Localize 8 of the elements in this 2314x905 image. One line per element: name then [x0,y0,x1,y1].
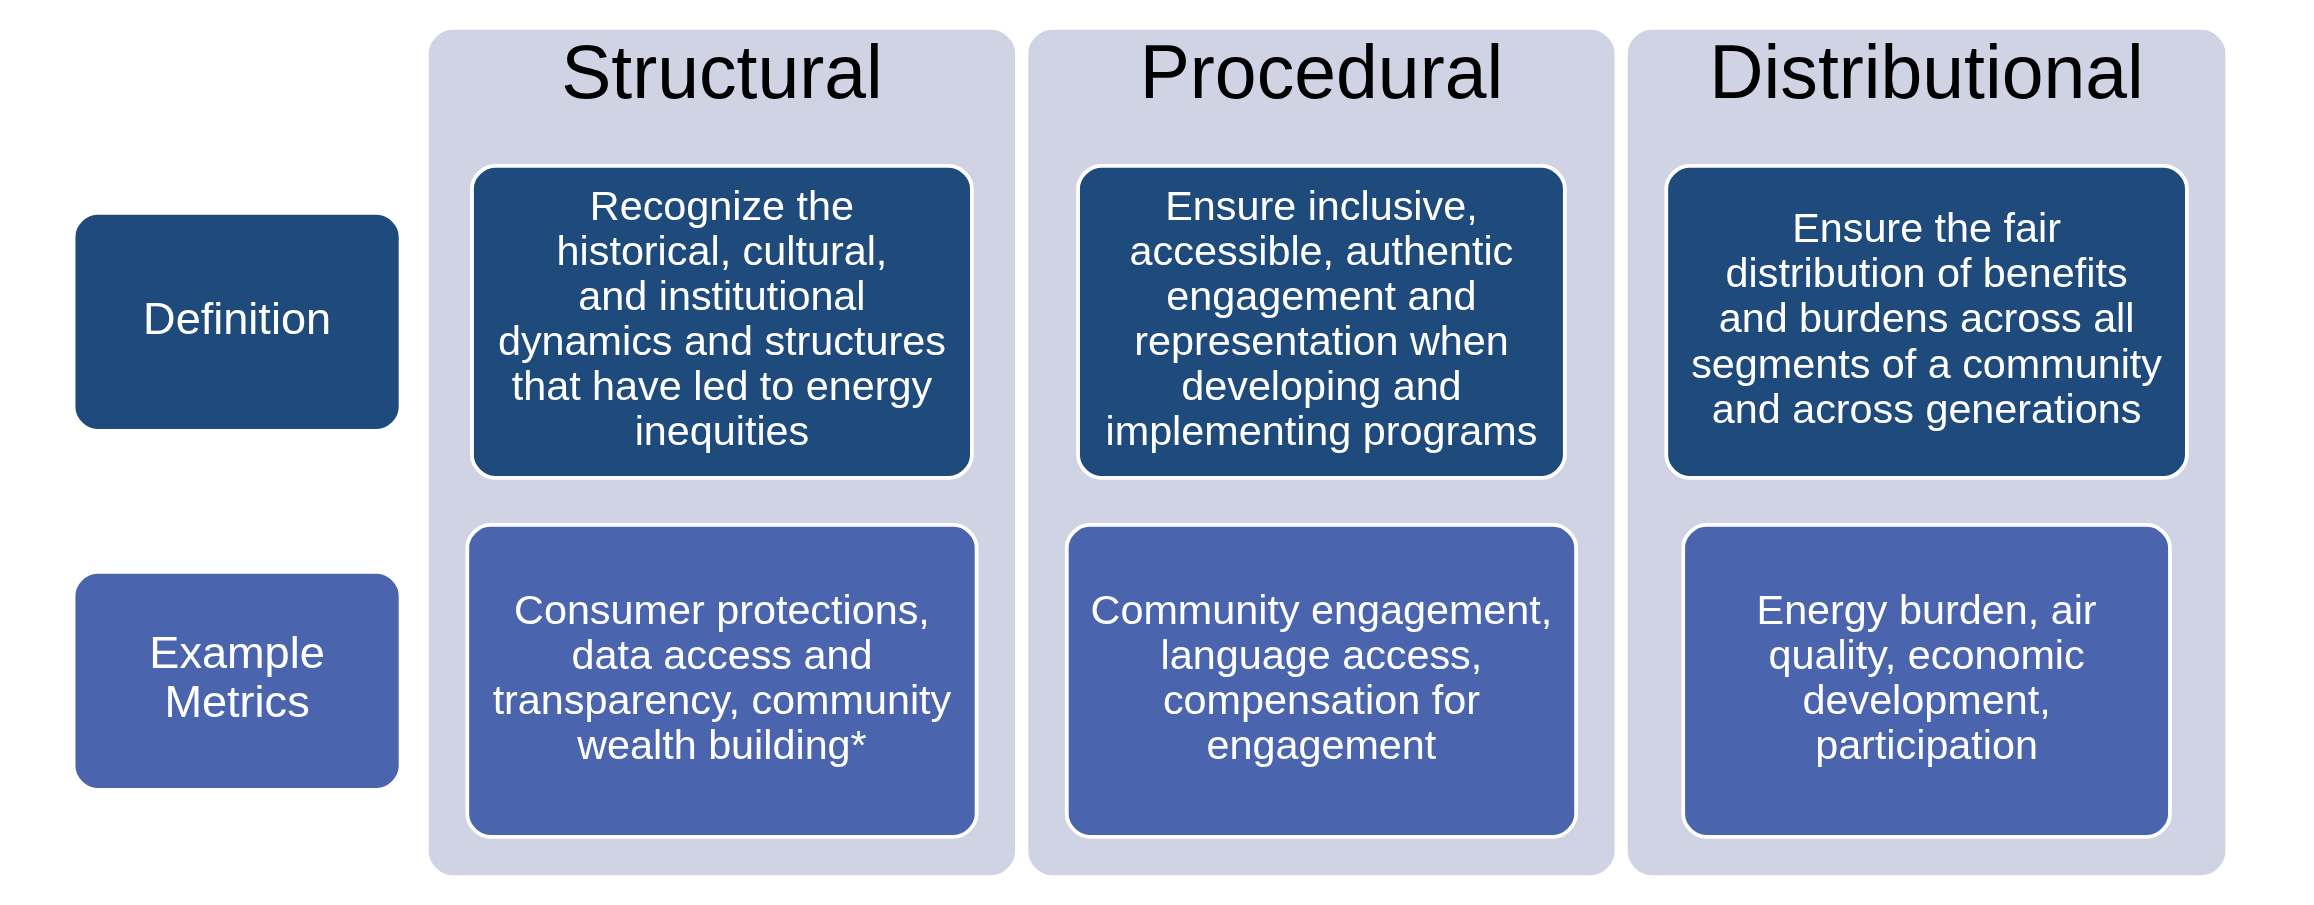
node-box: Recognize the historical, cultural, and institutional dynamics and structures that have led to energy inequities [470,164,974,480]
node-box: Definition [73,212,401,431]
node-box: Energy burden, air quality, economic development, participation [1681,522,2172,839]
node-box: Ensure inclusive, accessible, authentic engagement and representation when developing and implementing programs [1076,164,1567,480]
node-box: Consumer protections, data access and transparency, community wealth building* [465,522,979,839]
node-box: Example Metrics [73,571,401,790]
node-box: Ensure the fair distribution of benefits and burdens across all segments of a community and across generations [1664,164,2189,480]
node-box: Community engagement, language access, compensation for engagement [1064,522,1578,839]
